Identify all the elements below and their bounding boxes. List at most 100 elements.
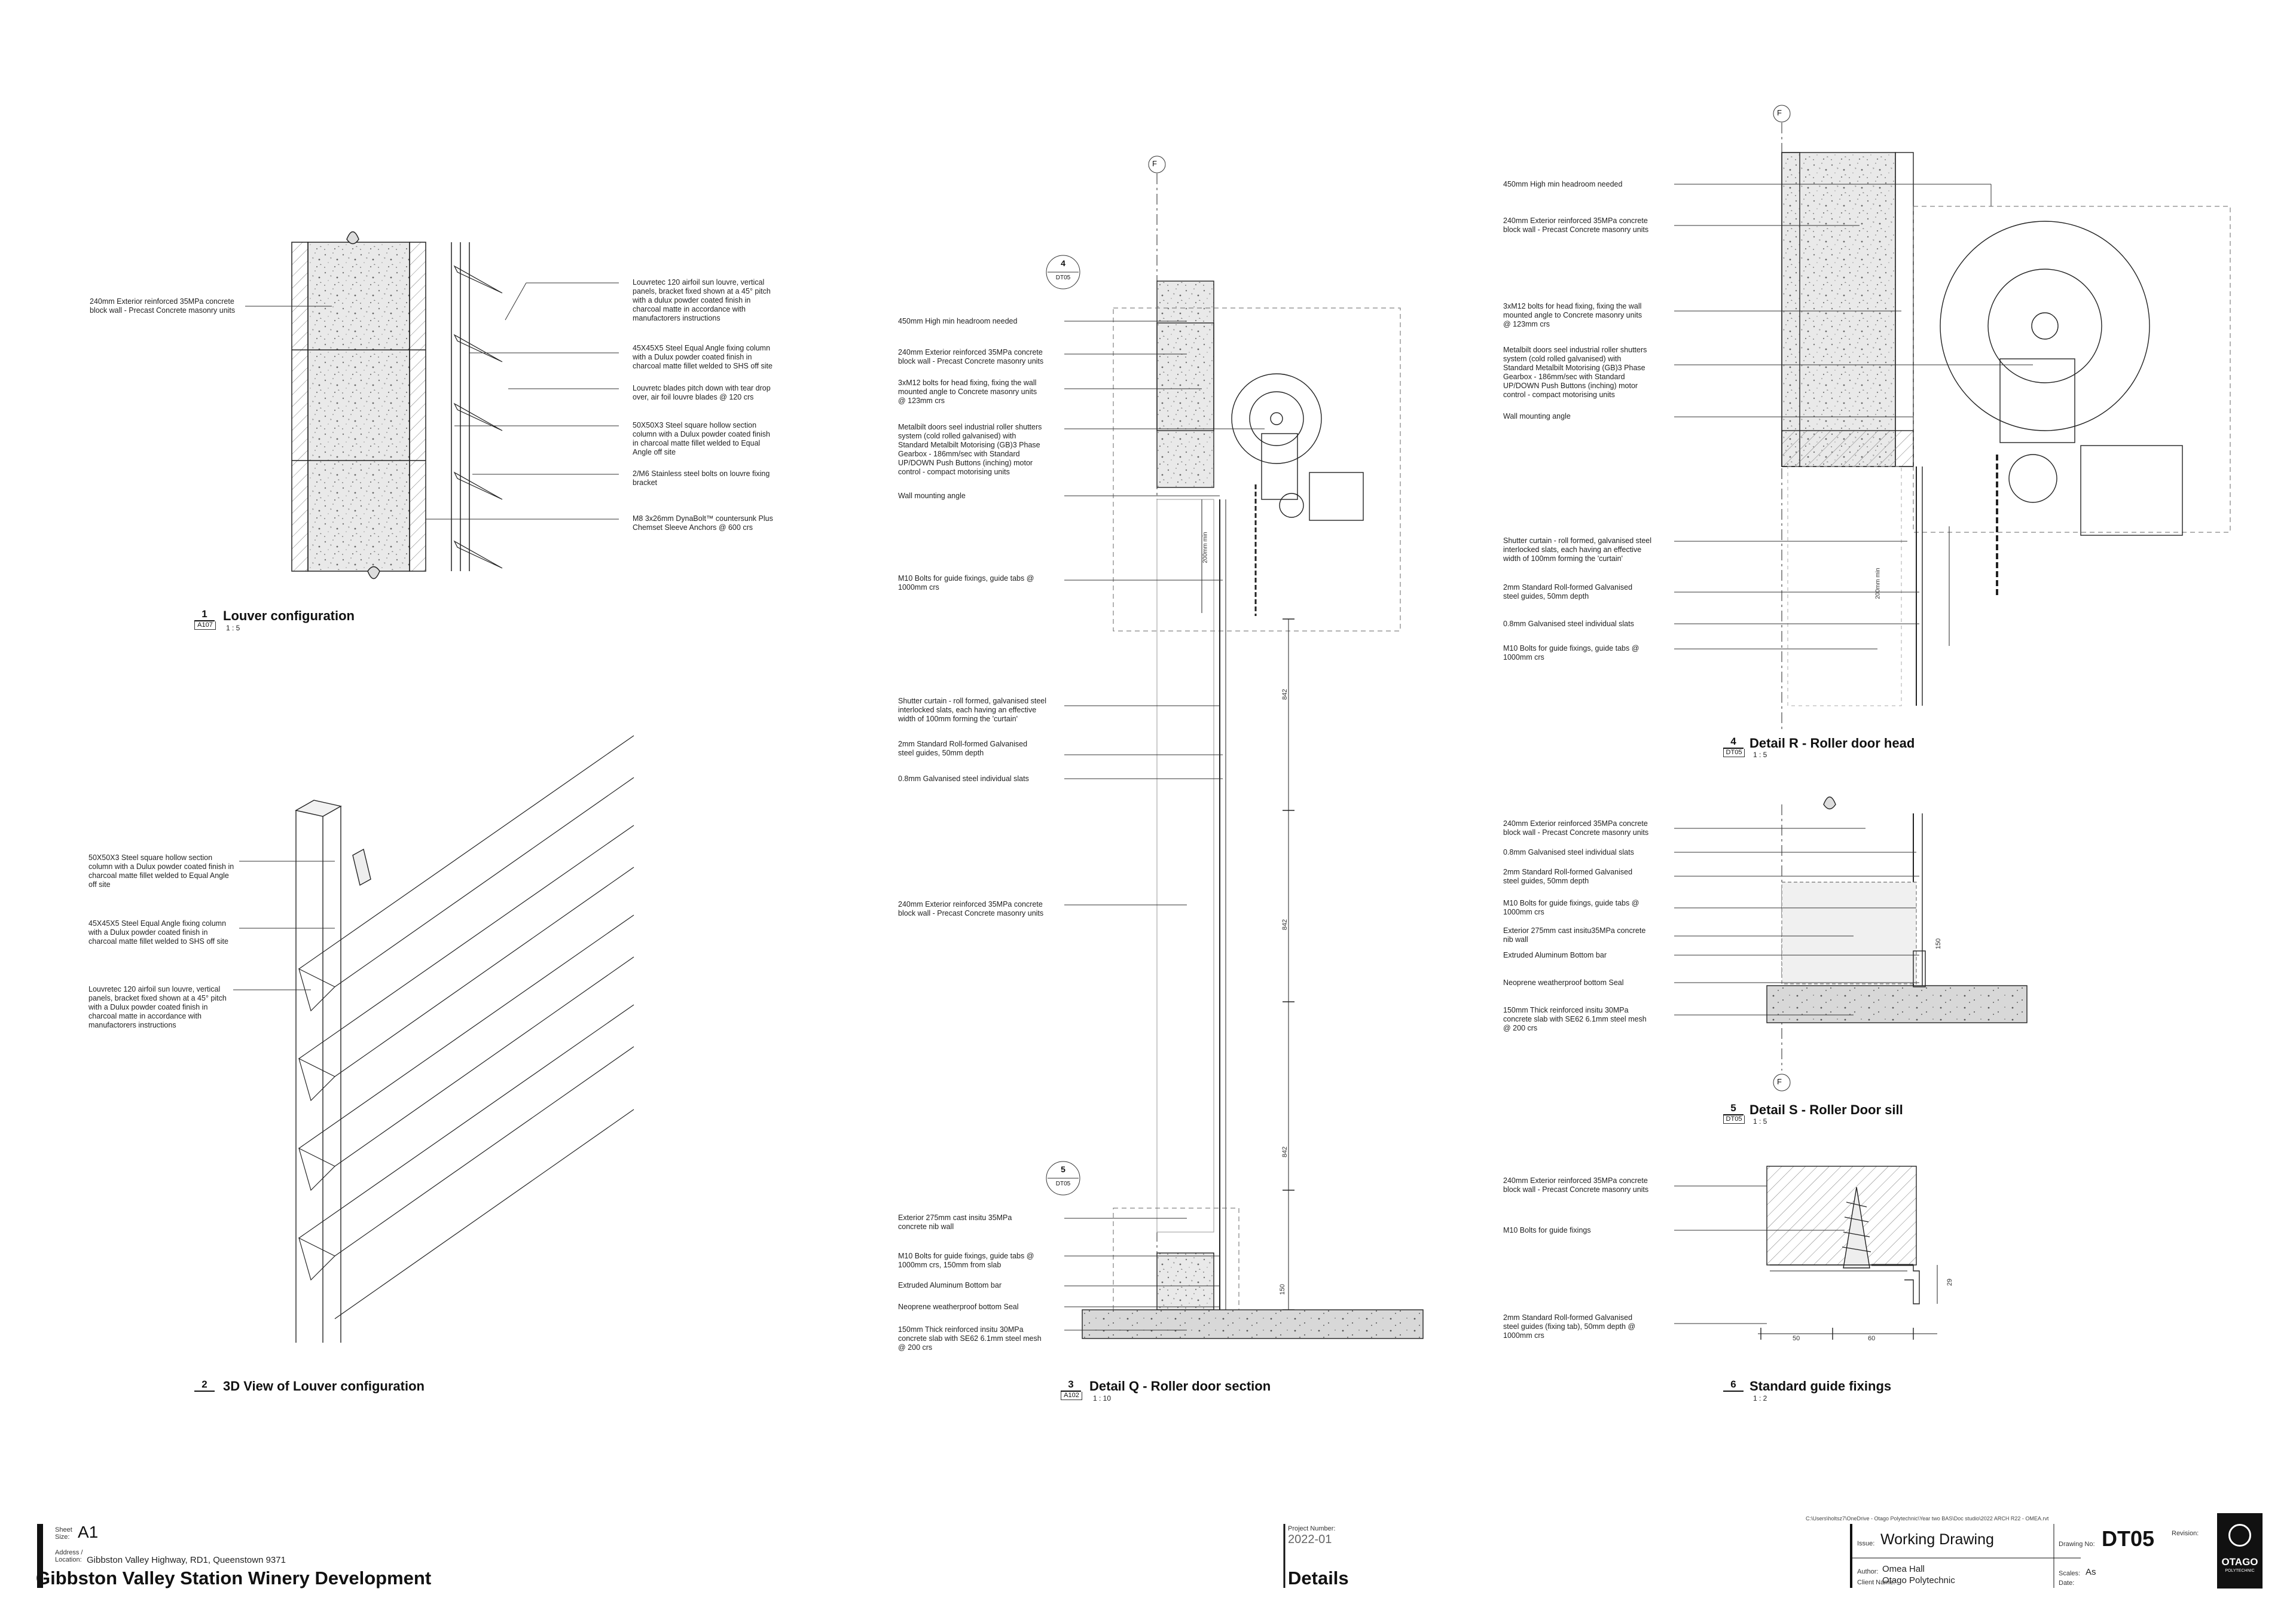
view1-number: 1 — [194, 608, 215, 621]
note: M10 Bolts for guide fixings, guide tabs … — [898, 1252, 1034, 1269]
drawing-no: DT05 — [2102, 1526, 2155, 1551]
author: Omea Hall — [1882, 1564, 1925, 1574]
note: 2/M6 Stainless steel bolts on louvre fix… — [633, 469, 770, 487]
note: 2mm Standard Roll-formed Galvanised stee… — [1503, 1313, 1636, 1340]
scales-label: Scales: — [2059, 1570, 2081, 1577]
client-label: Client Name: — [1857, 1579, 1895, 1586]
note: M10 Bolts for guide fixings, guide tabs … — [1503, 644, 1639, 661]
grid-marker-f: F — [1152, 159, 1157, 168]
logo-circle-icon — [2228, 1524, 2251, 1547]
logo-subtext: POLYTECHNIC — [2225, 1569, 2255, 1573]
view4-ref[interactable]: DT05 — [1723, 749, 1745, 757]
note: 50X50X3 Steel square hollow section colu… — [633, 421, 770, 456]
note: Louvretec 120 airfoil sun louvre, vertic… — [633, 278, 771, 322]
note: 450mm High min headroom needed — [1503, 180, 1623, 188]
scales: As — [2086, 1567, 2096, 1577]
sheet-size-label: Sheet Size: — [55, 1526, 72, 1541]
view5-number: 5 — [1723, 1102, 1744, 1115]
drawing-no-label: Drawing No: — [2059, 1541, 2095, 1548]
view2-number: 2 — [194, 1379, 215, 1392]
drawing-title: Details — [1288, 1568, 1349, 1589]
view2-louver-3d — [295, 735, 634, 1343]
note: 2mm Standard Roll-formed Galvanised stee… — [898, 740, 1028, 757]
note: 45X45X5 Steel Equal Angle fixing column … — [633, 344, 773, 370]
note: Exterior 275mm cast insitu 35MPa concret… — [898, 1214, 1012, 1231]
view3-number: 3 — [1061, 1379, 1081, 1392]
view5-scale: 1 : 5 — [1753, 1117, 1767, 1126]
revision-label: Revision: — [2172, 1530, 2199, 1537]
view6-guide-fixings — [1758, 1166, 1938, 1340]
note: Neoprene weatherproof bottom Seal — [1503, 978, 1624, 987]
view5-title: Detail S - Roller Door sill — [1750, 1102, 1903, 1117]
note: 240mm Exterior reinforced 35MPa concrete… — [1503, 819, 1649, 837]
logo-text: OTAGO — [2221, 1556, 2258, 1568]
note: 50X50X3 Steel square hollow section colu… — [88, 853, 234, 889]
view1-title: Louver configuration — [223, 608, 355, 623]
view6-scale: 1 : 2 — [1753, 1394, 1767, 1403]
note: 0.8mm Galvanised steel individual slats — [1503, 848, 1634, 856]
view2-title: 3D View of Louver configuration — [223, 1379, 425, 1394]
titleblock-bar — [37, 1524, 43, 1588]
note: Exterior 275mm cast insitu35MPa concrete… — [1503, 926, 1646, 944]
dimension: 60 — [1868, 1335, 1876, 1342]
note: 45X45X5 Steel Equal Angle fixing column … — [88, 919, 228, 946]
note: 240mm Exterior reinforced 35MPa concrete… — [898, 348, 1044, 365]
dimension: 29 — [1946, 1278, 1954, 1286]
note: Wall mounting angle — [898, 492, 966, 500]
view5-ref[interactable]: DT05 — [1723, 1115, 1745, 1124]
callout-q-sill-ref[interactable]: DT05 — [1055, 1181, 1071, 1187]
view3-leaders — [1064, 321, 1265, 1331]
note: 0.8mm Galvanised steel individual slats — [898, 775, 1029, 783]
view4-number: 4 — [1723, 736, 1744, 749]
view3-ref[interactable]: A102 — [1061, 1392, 1082, 1400]
dimension: 842 — [1281, 919, 1289, 931]
view5-roller-sill — [1766, 796, 2028, 1071]
issue-label: Issue: — [1857, 1540, 1875, 1547]
note: Neoprene weatherproof bottom Seal — [898, 1303, 1019, 1311]
note: M10 Bolts for guide fixings — [1503, 1226, 1591, 1234]
note: Louvretec 120 airfoil sun louvre, vertic… — [88, 985, 227, 1029]
note: 240mm Exterior reinforced 35MPa concrete… — [1503, 217, 1649, 234]
view4-leaders — [1674, 184, 2033, 650]
view6-number: 6 — [1723, 1379, 1744, 1392]
project-title: Gibbston Valley Station Winery Developme… — [36, 1568, 432, 1589]
view4-title: Detail R - Roller door head — [1750, 736, 1915, 751]
grid-marker-f: F — [1777, 1077, 1782, 1086]
note: M8 3x26mm DynaBolt™ countersunk Plus Che… — [633, 514, 773, 532]
grid-marker-f: F — [1777, 108, 1782, 117]
view1-louver-plan — [291, 231, 503, 580]
titleblock-lines — [1283, 1524, 2081, 1588]
note: M10 Bolts for guide fixings, guide tabs … — [898, 574, 1034, 592]
view3-roller-section — [1082, 173, 1424, 1339]
note: 3xM12 bolts for head fixing, fixing the … — [1503, 302, 1642, 328]
dimension: 200mm min — [1874, 568, 1882, 599]
dimension: 150 — [1935, 938, 1943, 950]
note: 240mm Exterior reinforced 35MPa concrete… — [898, 900, 1044, 917]
note: 150mm Thick reinforced insitu 30MPa conc… — [898, 1325, 1042, 1352]
callout-q-sill-number[interactable]: 5 — [1061, 1164, 1065, 1174]
note: 240mm Exterior reinforced 35MPa concrete… — [90, 297, 236, 315]
callout-q-head-number[interactable]: 4 — [1061, 258, 1065, 268]
note: Louvretc blades pitch down with tear dro… — [633, 384, 771, 401]
note: Shutter curtain - roll formed, galvanise… — [1503, 536, 1652, 563]
note: M10 Bolts for guide fixings, guide tabs … — [1503, 899, 1639, 916]
note: 240mm Exterior reinforced 35MPa concrete… — [1503, 1176, 1649, 1194]
note: Wall mounting angle — [1503, 412, 1571, 420]
view3-markers — [1046, 105, 1791, 1196]
callout-q-head-ref[interactable]: DT05 — [1055, 275, 1071, 281]
note: 2mm Standard Roll-formed Galvanised stee… — [1503, 583, 1633, 600]
view4-roller-head — [1781, 123, 2231, 730]
author-label: Author: — [1857, 1568, 1879, 1575]
note: Shutter curtain - roll formed, galvanise… — [898, 697, 1047, 723]
note: Extruded Aluminum Bottom bar — [1503, 951, 1607, 959]
issue: Working Drawing — [1880, 1531, 1994, 1548]
view1-ref[interactable]: A107 — [194, 621, 216, 630]
otago-polytechnic-logo: OTAGO POLYTECHNIC — [2217, 1513, 2263, 1589]
view6-title: Standard guide fixings — [1750, 1379, 1892, 1394]
view3-scale: 1 : 10 — [1093, 1394, 1112, 1403]
dimension: 842 — [1281, 688, 1289, 700]
view6-leaders — [1674, 1185, 1845, 1324]
note: 3xM12 bolts for head fixing, fixing the … — [898, 379, 1037, 405]
address-label: Address / Location: — [55, 1549, 83, 1563]
